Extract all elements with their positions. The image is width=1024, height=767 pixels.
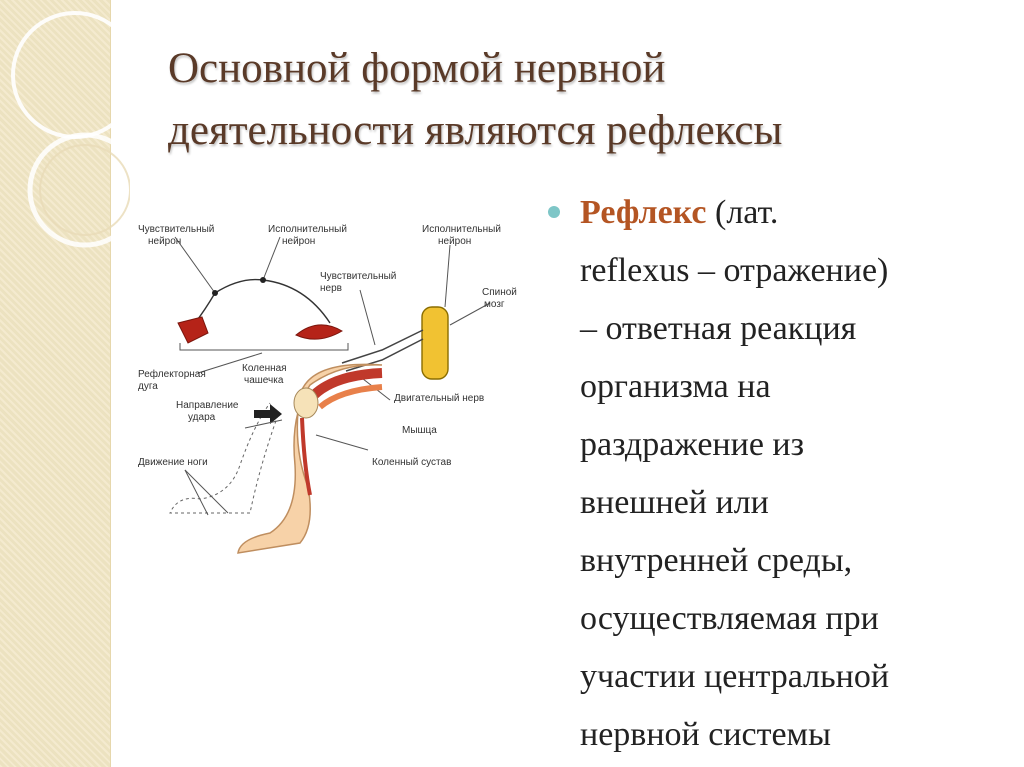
decorative-side-strip: [0, 0, 111, 767]
def-part-8: участии центральной: [580, 658, 890, 695]
label-spinal-cord-2: мозг: [484, 299, 505, 310]
definition-text: Рефлекс (лат. reflexus – отражение) – от…: [580, 184, 1010, 764]
reflex-arc-diagram: Чувствительный нейрон Исполнительный ней…: [138, 224, 517, 554]
page-title: Основной формой нервной деятельности явл…: [168, 38, 988, 162]
def-part-3: организма на: [580, 368, 771, 405]
label-reflex-arc-2: дуга: [138, 381, 158, 392]
label-knee-joint: Коленный сустав: [372, 457, 451, 468]
label-motor-nerve: Двигательный нерв: [394, 393, 484, 404]
label-kneecap-2: чашечка: [244, 375, 284, 386]
label-sensory-nerve-2: нерв: [320, 283, 342, 294]
def-part-0: (лат.: [706, 194, 779, 231]
label-reflex-arc-1: Рефлекторная: [138, 368, 206, 380]
label-sensory-neuron-2: нейрон: [148, 236, 181, 247]
def-part-2: – ответная реакция: [580, 310, 857, 347]
def-part-7: осуществляемая при: [580, 600, 879, 637]
def-part-5: внешней или: [580, 484, 769, 521]
definition-term: Рефлекс: [580, 194, 707, 231]
label-sensory-neuron-1: Чувствительный: [138, 224, 214, 235]
label-leg-movement: Движение ноги: [138, 457, 208, 468]
def-part-9: нервной системы: [580, 716, 831, 753]
label-strike-direction-1: Направление: [176, 400, 239, 411]
label-kneecap-1: Коленная: [242, 363, 287, 374]
bullet-icon: [548, 206, 560, 218]
label-exec-neuron-a-2: нейрон: [282, 236, 315, 247]
decorative-circles: [11, 11, 130, 248]
def-part-6: внутренней среды,: [580, 542, 853, 579]
label-strike-direction-2: удара: [188, 412, 216, 423]
label-spinal-cord-1: Спиной: [482, 287, 517, 298]
label-exec-neuron-b-2: нейрон: [438, 236, 471, 247]
def-part-1: reflexus – отражение): [580, 252, 889, 289]
def-part-4: раздражение из: [580, 426, 805, 463]
label-muscle: Мышца: [402, 425, 437, 436]
title-line-2: деятельности являются рефлексы: [168, 107, 783, 154]
label-exec-neuron-b-1: Исполнительный: [422, 224, 501, 235]
label-sensory-nerve-1: Чувствительный: [320, 271, 396, 282]
label-exec-neuron-a-1: Исполнительный: [268, 224, 347, 235]
title-line-1: Основной формой нервной: [168, 45, 666, 92]
